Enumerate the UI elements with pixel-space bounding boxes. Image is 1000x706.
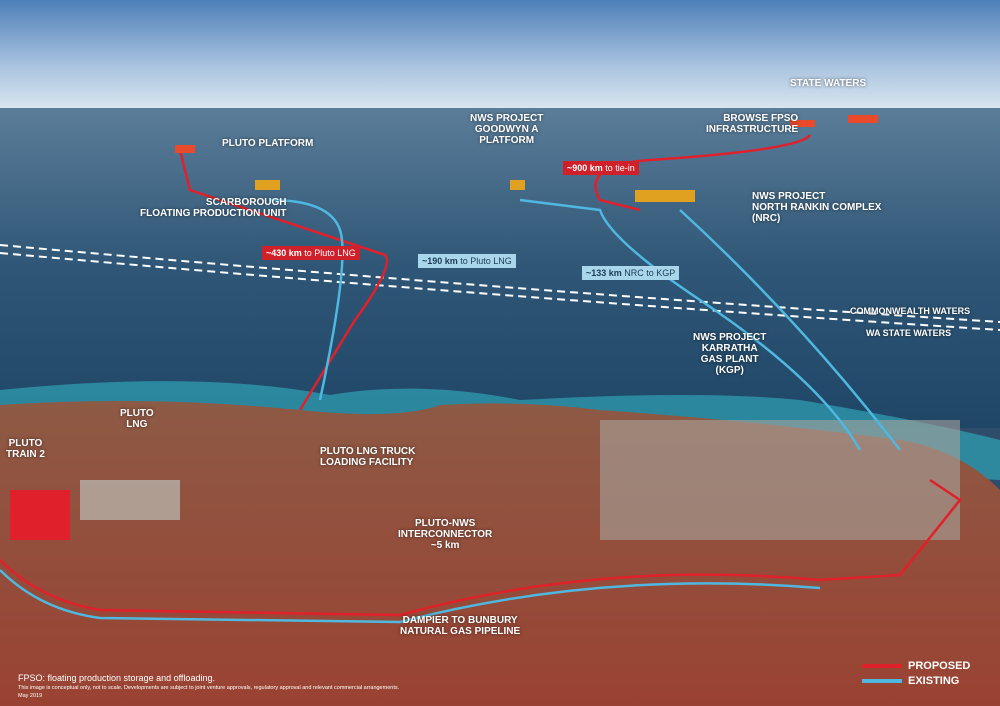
proposed-pipelines [0,134,962,617]
label-state-waters: STATE WATERS [790,78,867,89]
existing-pipelines [0,198,901,624]
tag-430km: ~430 km to Pluto LNG [262,246,360,260]
tag-190km: ~190 km to Pluto LNG [418,254,516,268]
legend-swatch-proposed [862,664,902,668]
tag-900km: ~900 km to tie-in [563,161,639,175]
plant-pluto-existing [80,480,180,520]
legend-existing: EXISTING [862,675,959,687]
note-fpso: FPSO: floating production storage and of… [18,673,215,683]
platforms [175,115,878,153]
label-pluto-platform: PLUTO PLATFORM [222,138,314,149]
plant-pluto [10,490,70,540]
note-date: May 2019 [18,693,43,699]
plant-kgp [600,420,960,540]
waters-boundary [0,244,1000,331]
legend-label: EXISTING [908,675,960,687]
legend-swatch-existing [862,679,902,683]
sea [0,108,1000,428]
note-disclaimer: This image is conceptual only, not to sc… [18,685,400,691]
sky [0,0,1000,110]
tag-133km: ~133 km NRC to KGP [582,266,680,280]
label-commonwealth-waters: COMMONWEALTH WATERS [850,306,971,316]
legend-proposed: PROPOSED [862,660,970,672]
label-wa-state-waters: WA STATE WATERS [866,328,952,338]
platforms-existing [255,180,695,202]
legend-label: PROPOSED [908,660,971,672]
